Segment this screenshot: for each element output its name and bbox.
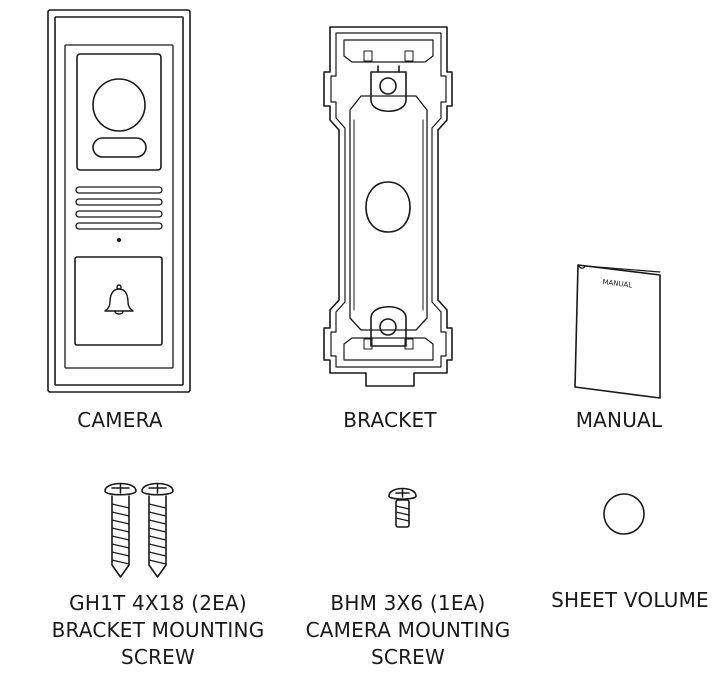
manual-booklet: [574, 264, 661, 399]
camera-screw-spec: BHM 3X6 (1EA): [330, 591, 486, 615]
camera-screw-label: BHM 3X6 (1EA) CAMERA MOUNTING SCREW: [290, 590, 526, 671]
camera-unit: [47, 9, 191, 393]
bracket-top-slot: [370, 65, 407, 112]
bracket-bottom-slot: [370, 306, 407, 347]
camera-screw: [388, 487, 417, 528]
bracket-screw-label: GH1T 4X18 (2EA) BRACKET MOUNTING SCREW: [22, 590, 294, 671]
sheet-volume-label: SHEET VOLUME: [551, 588, 709, 612]
bracket-screw-left: [104, 482, 137, 578]
bracket-center-hole: [365, 181, 411, 233]
bracket-label: BRACKET: [343, 408, 437, 432]
sheet-volume-disc: [603, 493, 645, 535]
speaker-grille: [75, 186, 163, 230]
microphone-hole: [117, 238, 121, 242]
camera-lens-module: [76, 53, 162, 171]
bracket-plate: [323, 26, 453, 387]
manual-label: MANUAL: [575, 408, 663, 432]
bracket-screw-purpose: BRACKET MOUNTING: [51, 618, 265, 642]
camera-label: CAMERA: [77, 408, 163, 432]
camera-screw-purpose: CAMERA MOUNTING: [305, 618, 511, 642]
camera-screw-name: SCREW: [371, 645, 445, 669]
bracket-screw-name: SCREW: [121, 645, 195, 669]
bracket-screw-right: [141, 482, 174, 578]
call-button: [74, 256, 163, 346]
bell-icon: [104, 284, 134, 315]
bracket-screw-spec: GH1T 4X18 (2EA): [69, 591, 247, 615]
